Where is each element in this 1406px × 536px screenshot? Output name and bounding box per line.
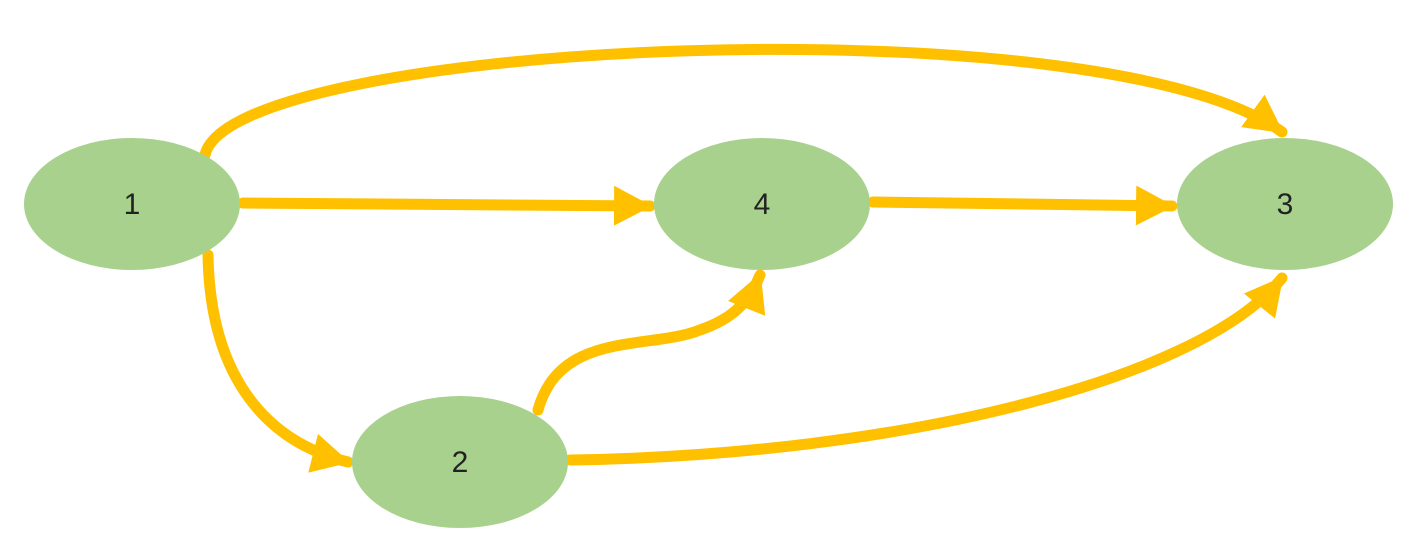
node-4[interactable]: 4: [654, 138, 870, 270]
edge-2-to-4: [532, 269, 766, 416]
edge-1-to-4: [237, 185, 656, 226]
edge-4-to-3: [867, 185, 1178, 226]
edge-1-to-2: [202, 249, 354, 473]
nodes: 1 4 3 2: [24, 138, 1393, 528]
edges: [199, 43, 1288, 473]
edge-2-to-3: [564, 272, 1288, 466]
edge-1-to-3: [199, 43, 1288, 161]
node-3[interactable]: 3: [1177, 138, 1393, 270]
node-2[interactable]: 2: [352, 396, 568, 528]
node-1[interactable]: 1: [24, 138, 240, 270]
node-2-label: 2: [452, 446, 469, 479]
node-3-label: 3: [1277, 188, 1294, 221]
node-4-label: 4: [754, 188, 771, 221]
node-1-label: 1: [124, 188, 141, 221]
